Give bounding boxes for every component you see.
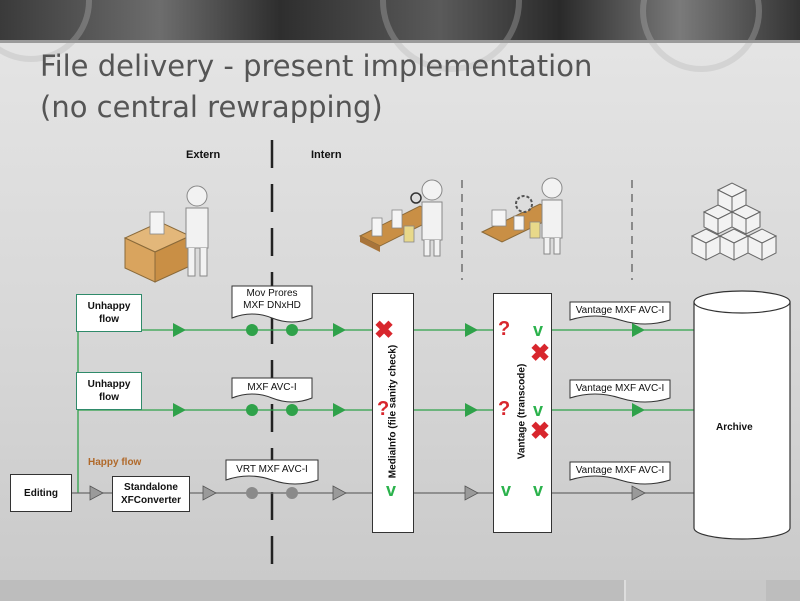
document-row2-in xyxy=(231,377,313,403)
check-mark-vantage-row1: v xyxy=(533,320,544,340)
document-row3-out xyxy=(569,461,671,485)
archive-cylinder xyxy=(693,302,791,540)
document-row3-in xyxy=(225,459,319,485)
fail-mark-mediainfo-row1: ✖ xyxy=(374,317,395,344)
doc-label-row1-in: Mov Prores MXF DNxHD xyxy=(243,288,301,311)
doc-label-row3-out: Vantage MXF AVC-I xyxy=(575,465,665,476)
editing-box: Editing xyxy=(10,474,72,512)
processing-conveyor-icon xyxy=(480,177,563,255)
doc-label-row3-in: VRT MXF AVC-I xyxy=(236,464,308,475)
header-stripe xyxy=(0,40,800,43)
fail-mark-vantage-row2: ✖ xyxy=(530,418,551,445)
question-mark-mediainfo-row2: ? xyxy=(377,398,390,420)
doc-label-row1-out: Vantage MXF AVC-I xyxy=(575,305,665,316)
title-line-1: File delivery - present implementation xyxy=(40,49,593,83)
happy-flow-label: Happy flow xyxy=(88,457,142,468)
person-with-box-icon xyxy=(123,185,209,283)
doc-label-row2-out: Vantage MXF AVC-I xyxy=(575,383,665,394)
document-row1-out xyxy=(569,301,671,325)
xfconverter-box: Standalone XFConverter xyxy=(112,476,190,512)
mediainfo-box xyxy=(372,293,414,533)
check-mark-mediainfo-row3: v xyxy=(386,480,397,500)
footer-segment xyxy=(624,580,766,601)
question-mark-vantage-row1: ? xyxy=(498,318,511,340)
doc-label-row2-in: MXF AVC-I xyxy=(247,382,297,393)
question-mark-vantage-row2: ? xyxy=(498,398,511,420)
box-stack-icon xyxy=(690,182,778,261)
check-mark-vantage-row3a: v xyxy=(501,480,512,500)
unhappy-flow-box-1: Unhappy flow xyxy=(76,294,142,332)
vantage-box xyxy=(493,293,552,533)
zone-label-intern: Intern xyxy=(311,149,342,161)
zone-label-extern: Extern xyxy=(186,149,221,161)
check-mark-vantage-row2: v xyxy=(533,400,544,420)
footer-bar xyxy=(0,580,800,601)
document-row2-out xyxy=(569,379,671,403)
header-banner xyxy=(0,0,800,72)
fail-mark-vantage-row1: ✖ xyxy=(530,340,551,367)
title-line-2: (no central rewrapping) xyxy=(40,90,383,124)
unhappy-flow-box-2: Unhappy flow xyxy=(76,372,142,410)
document-row1-in xyxy=(231,285,313,323)
archive-label: Archive xyxy=(716,422,753,433)
vantage-label: Vantage (transcode) xyxy=(516,363,528,460)
inspection-conveyor-icon xyxy=(358,179,443,257)
slide-title: File delivery - present implementation (… xyxy=(40,46,592,128)
check-mark-vantage-row3b: v xyxy=(533,480,544,500)
